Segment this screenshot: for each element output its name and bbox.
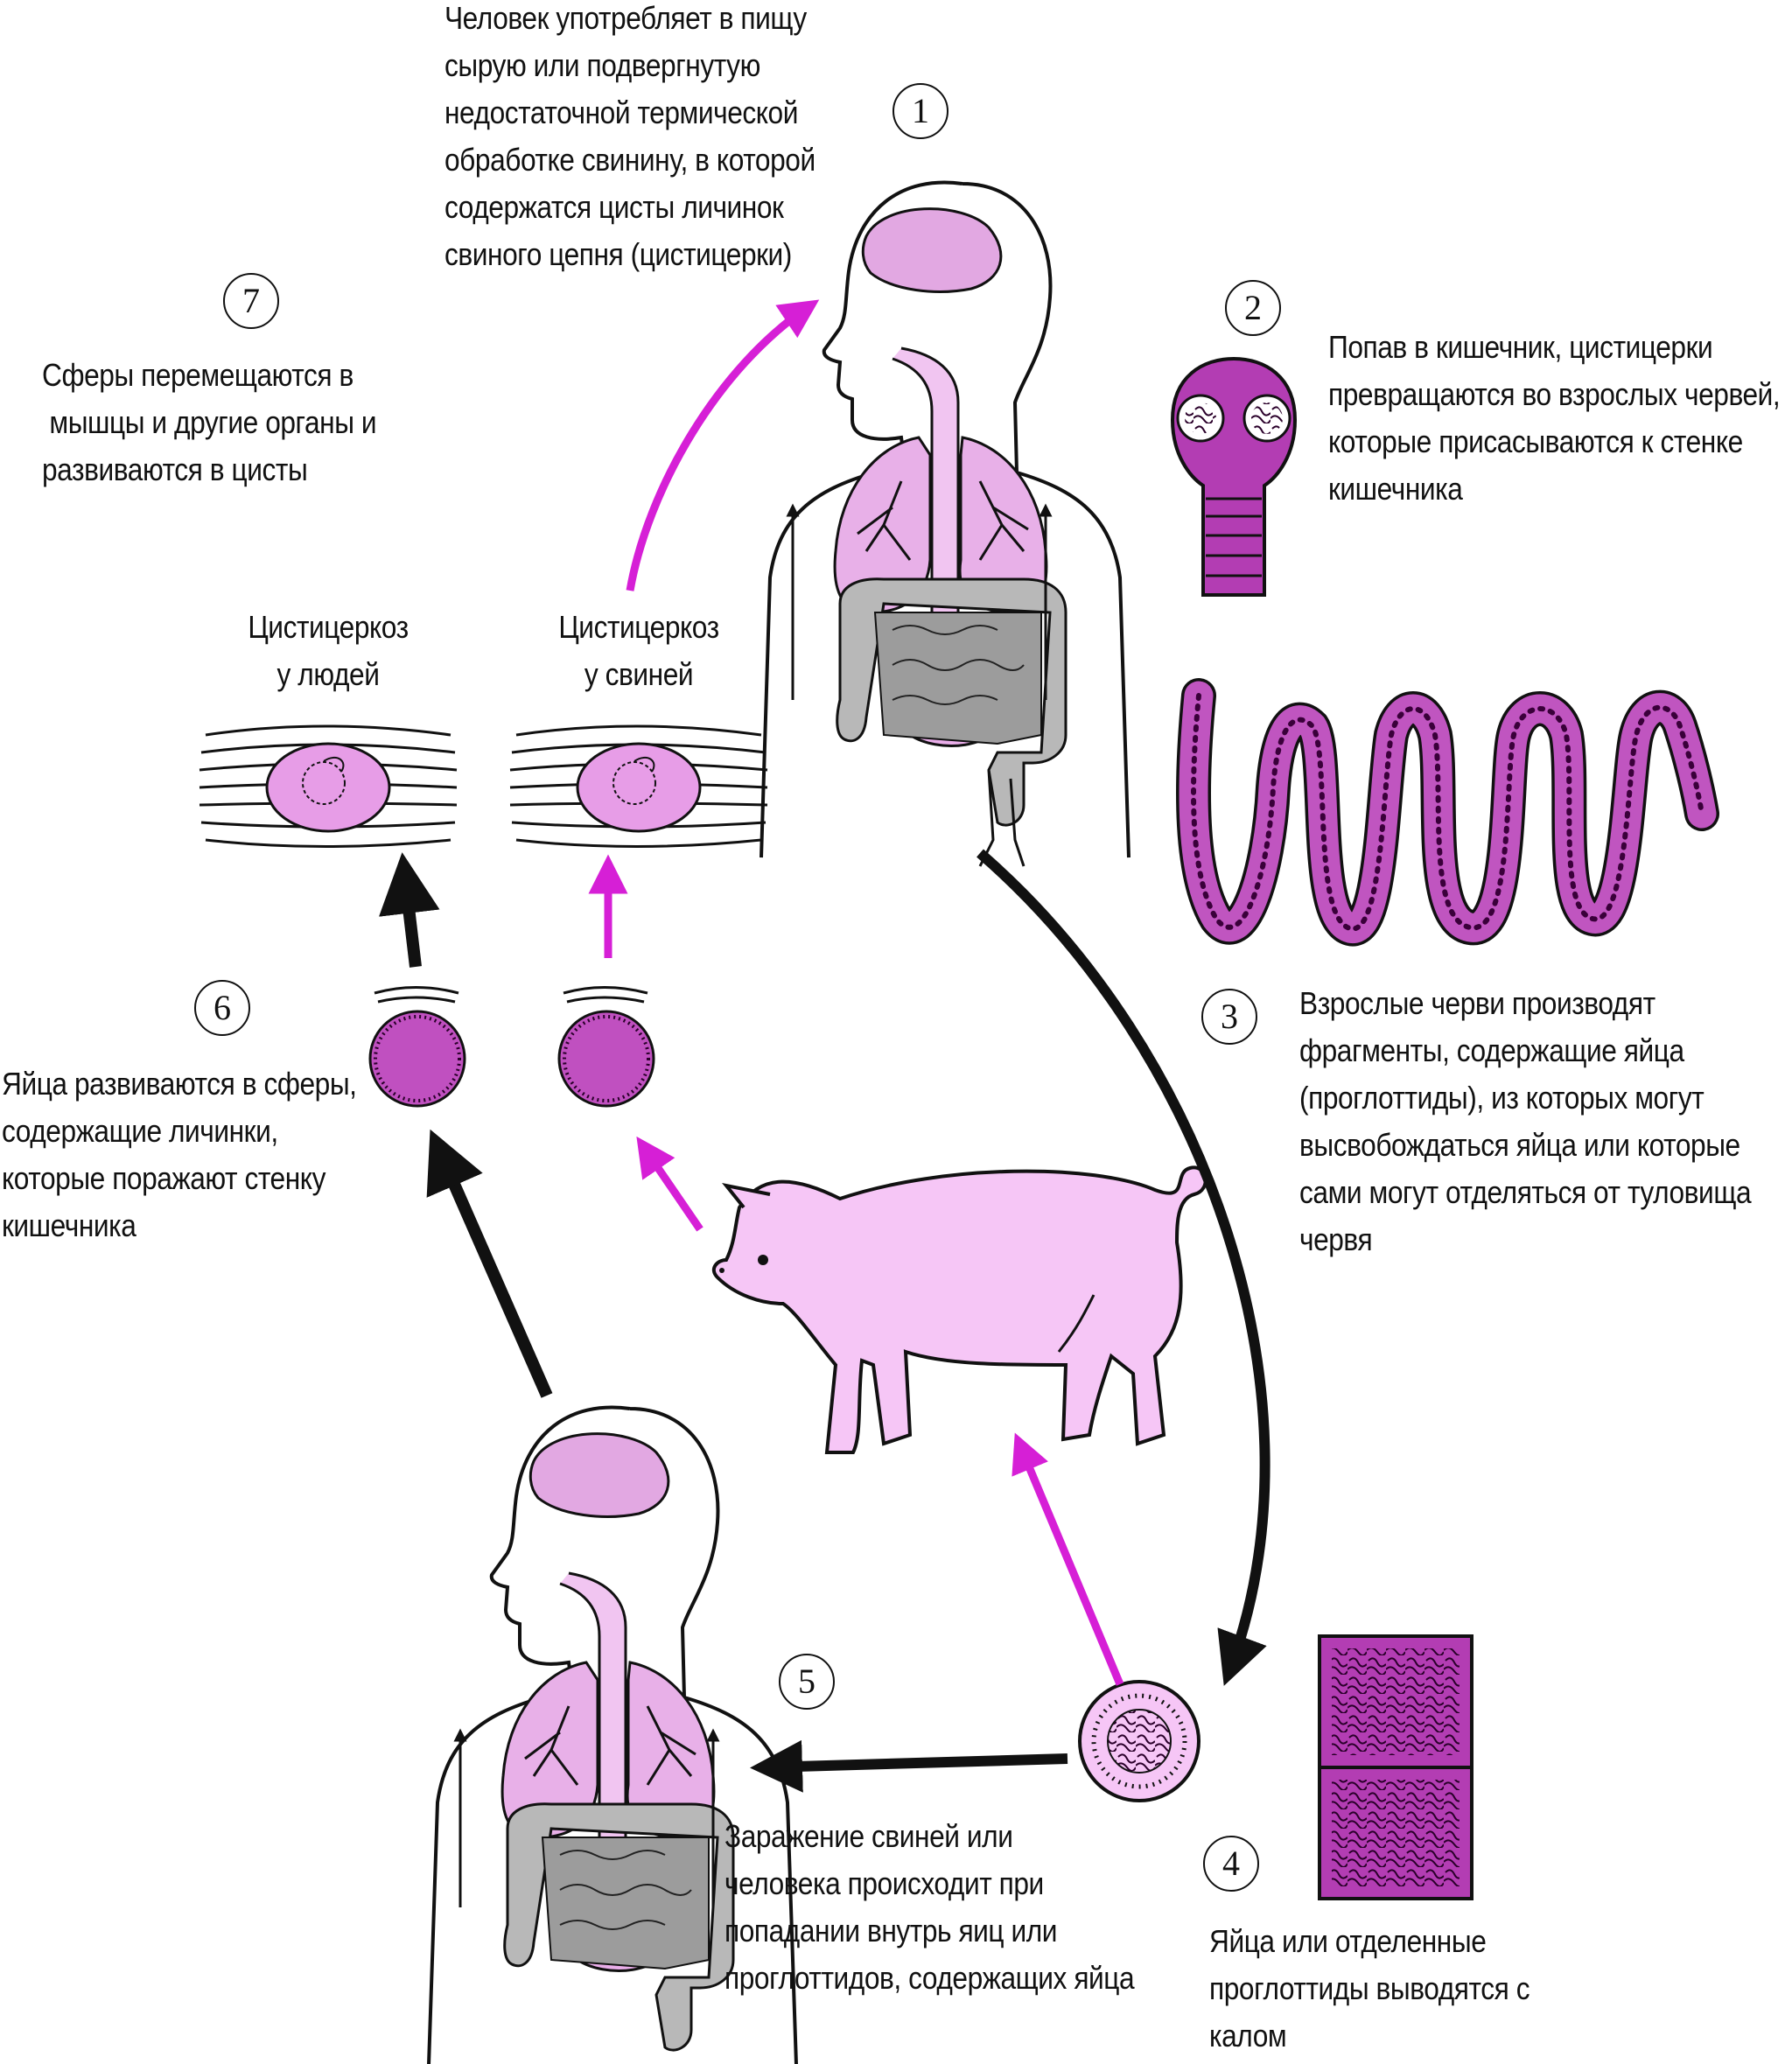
step-number-6: 6 xyxy=(194,980,250,1036)
step-number-3: 3 xyxy=(1201,989,1257,1045)
sphere-icon xyxy=(557,986,655,1108)
arrow-pig-to-sphere xyxy=(636,1136,704,1232)
human-body-icon xyxy=(760,180,1130,867)
step-number-4: 4 xyxy=(1203,1836,1259,1892)
step-6-text: Яйца развиваются в сферы, содержащие лич… xyxy=(2,1066,357,1243)
tapeworm-scolex-icon xyxy=(1170,356,1298,597)
proglottid-icon xyxy=(1318,1634,1474,1900)
human-body-icon xyxy=(427,1405,798,2064)
step-4-text: Яйца или отделенные проглоттиды выводятс… xyxy=(1209,1923,1530,2054)
tapeworm-strobila-icon xyxy=(1176,678,1719,947)
step-number-1: 1 xyxy=(892,83,948,139)
egg-icon xyxy=(1078,1680,1200,1802)
step-number-5: 5 xyxy=(779,1654,835,1710)
arrow-eggs-to-human xyxy=(750,1739,1068,1793)
arrow-sphere-to-cyst-humans xyxy=(378,852,440,968)
step-3-text: Взрослые черви производят фрагменты, сод… xyxy=(1299,985,1752,1257)
arrow-eggs-to-pig xyxy=(1012,1432,1124,1686)
step-number-7: 7 xyxy=(223,273,279,329)
label-cysticercosis-humans: Цистицеркоз у людей xyxy=(248,609,409,692)
label-cysticercosis-pigs: Цистицеркоз у свиней xyxy=(558,609,719,692)
arrow-pork-to-human xyxy=(626,299,820,591)
sphere-icon xyxy=(368,986,466,1108)
step-5-text: Заражение свиней или человека происходит… xyxy=(724,1818,1135,1996)
muscle-cyst-icon xyxy=(199,724,458,848)
step-7-text: Сферы перемещаются в мышцы и другие орга… xyxy=(42,357,377,487)
muscle-cyst-icon xyxy=(509,724,768,848)
arrow-human-to-sphere xyxy=(426,1129,553,1398)
step-2-text: Попав в кишечник, цистицерки превращаютс… xyxy=(1328,329,1781,507)
pig-icon xyxy=(711,1165,1208,1454)
arrow-human-to-eggs xyxy=(976,849,1270,1686)
step-number-2: 2 xyxy=(1225,280,1281,336)
step-1-text: Человек употребляет в пищу сырую или под… xyxy=(444,0,816,272)
